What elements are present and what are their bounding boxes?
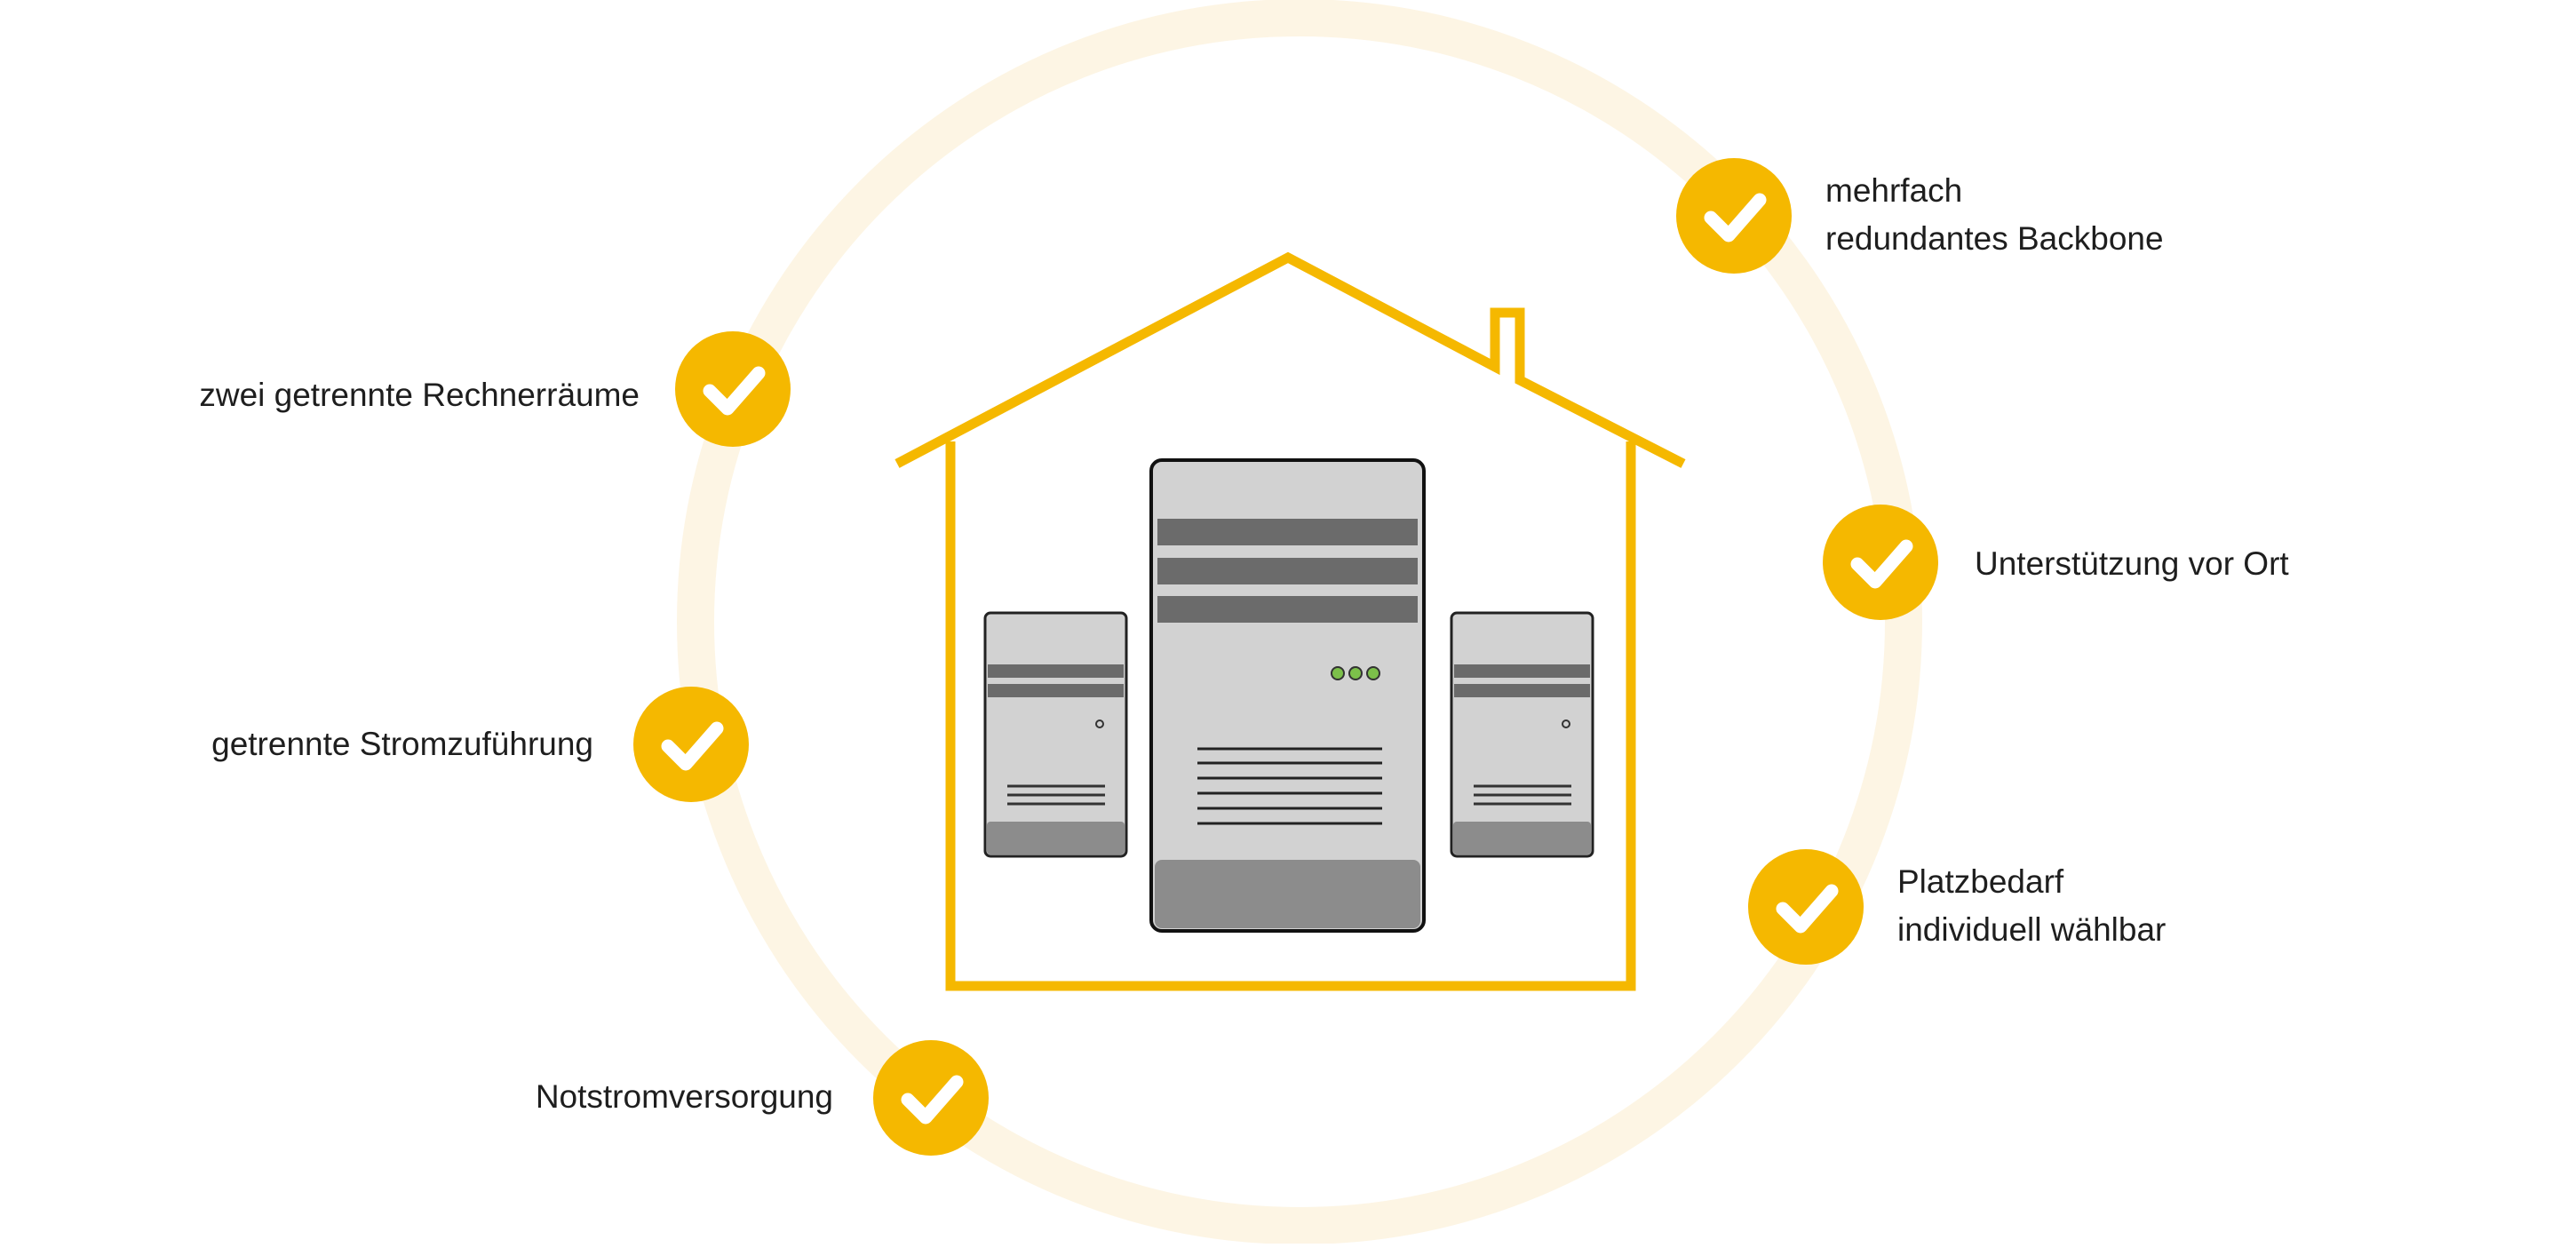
badge-circle	[633, 687, 749, 802]
check-icon	[1704, 193, 1767, 242]
check-icon	[703, 366, 766, 416]
server-main-icon	[1149, 458, 1426, 933]
house-outline	[894, 251, 1686, 468]
feature-badge-redundant-backbone	[1676, 158, 1792, 274]
feature-label-onsite-support: Unterstützung vor Ort	[1975, 540, 2289, 588]
check-icon	[1776, 884, 1839, 934]
badge-circle	[1748, 849, 1864, 965]
check-icon	[1850, 539, 1913, 589]
feature-label-two-server-rooms: zwei getrennte Rechnerräume	[199, 371, 640, 419]
check-icon	[901, 1075, 964, 1125]
badge-circle	[675, 331, 791, 447]
feature-badge-separate-power	[633, 687, 749, 802]
server-left-icon	[983, 611, 1128, 858]
feature-label-redundant-backbone: mehrfach redundantes Backbone	[1825, 167, 2164, 263]
badge-circle	[873, 1040, 989, 1156]
server-right-icon	[1450, 611, 1594, 858]
status-led-2	[1348, 666, 1363, 680]
badge-circle	[1823, 505, 1938, 620]
feature-label-line: zwei getrennte Rechnerräume	[199, 377, 640, 413]
status-led-1	[1331, 666, 1345, 680]
feature-badge-two-server-rooms	[675, 331, 791, 447]
feature-badges	[633, 158, 1938, 1156]
feature-label-line: Unterstützung vor Ort	[1975, 545, 2289, 582]
check-icon	[661, 721, 724, 771]
background-ring	[677, 0, 1922, 1244]
badge-circle	[1676, 158, 1792, 274]
feature-label-line: mehrfach	[1825, 172, 1963, 209]
feature-label-line: Platzbedarf	[1897, 863, 2064, 900]
feature-badge-emergency-power	[873, 1040, 989, 1156]
feature-label-emergency-power: Notstromversorgung	[536, 1073, 833, 1121]
feature-badge-onsite-support	[1823, 505, 1938, 620]
feature-label-separate-power: getrennte Stromzuführung	[211, 720, 593, 768]
feature-label-line: redundantes Backbone	[1825, 220, 2164, 257]
house-walls	[945, 441, 1636, 991]
feature-label-line: individuell wählbar	[1897, 911, 2167, 948]
house-icon	[894, 251, 1686, 991]
feature-label-line: getrennte Stromzuführung	[211, 726, 593, 762]
feature-label-flexible-space: Platzbedarf individuell wählbar	[1897, 858, 2166, 954]
status-led-3	[1366, 666, 1380, 680]
feature-label-line: Notstromversorgung	[535, 1078, 833, 1115]
feature-badge-flexible-space	[1748, 849, 1864, 965]
